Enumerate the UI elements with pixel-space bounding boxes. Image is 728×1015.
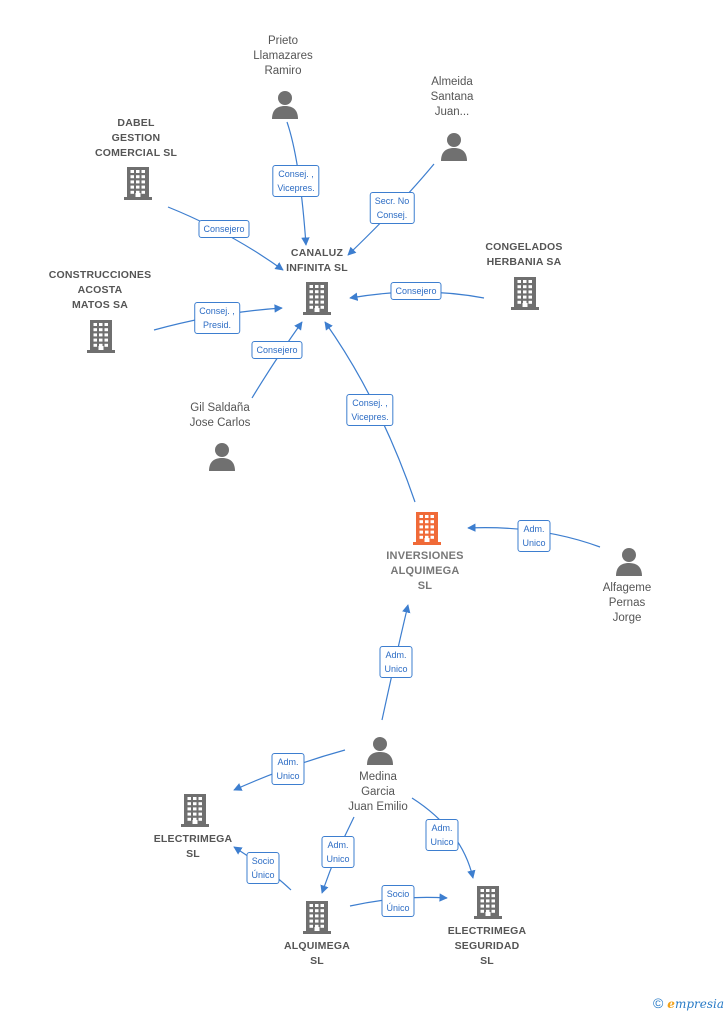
node-label: ALQUIMEGA SL bbox=[284, 940, 350, 967]
person-icon[interactable] bbox=[439, 131, 469, 161]
edge-label-medina-alquimega[interactable]: Adm. Unico bbox=[321, 836, 355, 868]
node-label: Gil Saldaña Jose Carlos bbox=[189, 402, 251, 429]
edge-label-dabel-canaluz[interactable]: Consejero bbox=[198, 220, 250, 238]
building-icon[interactable] bbox=[302, 281, 332, 315]
node-label: Alfageme Pernas Jorge bbox=[602, 582, 652, 624]
edge-label-prieto-canaluz[interactable]: Consej. , Vicepres. bbox=[272, 165, 320, 197]
edge-label-gil-canaluz[interactable]: Consejero bbox=[251, 341, 303, 359]
edge-label-alfageme-inversiones[interactable]: Adm. Unico bbox=[517, 520, 551, 552]
building-icon[interactable] bbox=[473, 885, 503, 919]
edge-label-almeida-canaluz[interactable]: Secr. No Consej. bbox=[369, 192, 415, 224]
edge-label-congelados-canaluz[interactable]: Consejero bbox=[390, 282, 442, 300]
edge-label-alquimega-electrimega-seguridad[interactable]: Socio Único bbox=[381, 885, 415, 917]
node-label: CANALUZ INFINITA SL bbox=[286, 247, 348, 274]
node-label: CONSTRUCCIONES ACOSTA MATOS SA bbox=[48, 269, 152, 311]
copyright-symbol: © bbox=[652, 995, 664, 1011]
building-icon[interactable] bbox=[510, 276, 540, 310]
node-label: Medina Garcia Juan Emilio bbox=[348, 771, 408, 813]
edge-label-alquimega-electrimega[interactable]: Socio Único bbox=[246, 852, 280, 884]
person-icon[interactable] bbox=[207, 441, 237, 471]
node-label: DABEL GESTION COMERCIAL SL bbox=[94, 117, 178, 159]
node-label: ELECTRIMEGA SEGURIDAD SL bbox=[447, 925, 527, 967]
edge-label-medina-electrimega[interactable]: Adm. Unico bbox=[271, 753, 305, 785]
footer-brand[interactable]: ©empresia bbox=[653, 995, 724, 1011]
node-label: Prieto Llamazares Ramiro bbox=[253, 35, 313, 77]
edge-label-medina-inversiones[interactable]: Adm. Unico bbox=[379, 646, 413, 678]
building-icon[interactable] bbox=[412, 511, 442, 545]
building-icon[interactable] bbox=[86, 319, 116, 353]
edge-line-e6 bbox=[251, 321, 303, 399]
edge-label-construcciones-canaluz[interactable]: Consej. , Presid. bbox=[194, 302, 240, 334]
brand-logo-initial: e bbox=[667, 997, 675, 1011]
edge-label-medina-electrimega-seguridad[interactable]: Adm. Unico bbox=[425, 819, 459, 851]
person-icon[interactable] bbox=[270, 89, 300, 119]
brand-logo-text: mpresia bbox=[674, 997, 724, 1011]
building-icon[interactable] bbox=[302, 900, 332, 934]
person-icon[interactable] bbox=[614, 546, 644, 576]
node-label: INVERSIONES ALQUIMEGA SL bbox=[386, 550, 464, 592]
building-icon[interactable] bbox=[180, 793, 210, 827]
edge-label-inversiones-canaluz[interactable]: Consej. , Vicepres. bbox=[346, 394, 394, 426]
building-icon[interactable] bbox=[123, 166, 153, 200]
node-label: CONGELADOS HERBANIA SA bbox=[485, 241, 563, 268]
node-label: ELECTRIMEGA SL bbox=[153, 833, 233, 860]
person-icon[interactable] bbox=[365, 735, 395, 765]
node-label: Almeida Santana Juan... bbox=[430, 76, 474, 118]
